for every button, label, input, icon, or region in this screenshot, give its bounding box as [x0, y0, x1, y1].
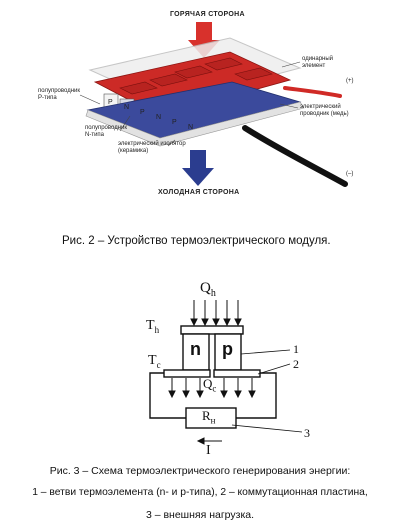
cold-side-label: ХОЛОДНАЯ СТОРОНА: [158, 189, 240, 196]
label-n: n: [190, 339, 201, 359]
label-insulator: электрический изолятор (керамика): [118, 141, 186, 154]
heat-input-arrows: [190, 300, 242, 327]
label-minus: (–): [346, 171, 354, 177]
scheme-callouts: [231, 349, 303, 433]
circuit-wire: [149, 372, 186, 419]
cold-plate-right: [213, 369, 261, 378]
current-arrow: [196, 437, 222, 445]
figure-generation-scheme: Qh Th Tc n p Qc Rн I 1 2 3: [0, 270, 400, 460]
label-Rn: Rн: [202, 408, 216, 426]
leg-letter: N: [156, 114, 161, 121]
leg-letter: N: [124, 104, 129, 111]
callout-1: 1: [293, 342, 299, 356]
load-resistor: [185, 407, 237, 429]
label-Qh: Qh: [200, 280, 216, 299]
label-single-element: одинарный элемент: [302, 56, 334, 69]
label-current: I: [206, 443, 211, 458]
scheme-diagram: [149, 300, 303, 445]
cold-side-arrow: [182, 150, 214, 186]
negative-wire: [242, 125, 348, 187]
label-plus: (+): [346, 78, 354, 84]
label-Qc: Qc: [203, 376, 217, 394]
top-conductor-tabs: [119, 57, 273, 95]
label-conductor: электрический проводник (медь): [300, 104, 349, 117]
n-leg: [182, 333, 210, 371]
label-p: p: [222, 339, 233, 359]
figure2-caption-line2: 1 – ветви термоэлемента (n- и p-типа), 2…: [32, 487, 368, 498]
label-p-semiconductor: полупроводник P-типа: [38, 88, 80, 101]
figure1-caption: Рис. 2 – Устройство термоэлектрического …: [62, 235, 331, 247]
leg-letter: P: [108, 99, 113, 106]
label-Tc: Tc: [148, 353, 161, 370]
label-n-semiconductor: полупроводник N-типа: [85, 125, 127, 138]
heat-output-arrows: [168, 378, 256, 399]
label-Th: Th: [146, 318, 160, 335]
bottom-ceramic-plate: [85, 101, 305, 147]
figure2-caption-line3: 3 – внешняя нагрузка.: [145, 509, 255, 521]
hot-plate: [180, 325, 244, 335]
leg-letter: N: [188, 124, 193, 131]
callout-2: 2: [293, 357, 299, 371]
hot-side-label: ГОРЯЧАЯ СТОРОНА: [170, 11, 245, 18]
leg-letter: P: [172, 119, 177, 126]
callout-3: 3: [304, 426, 310, 440]
leg-letter: P: [140, 109, 145, 116]
p-leg: [214, 333, 242, 371]
positive-wire: [283, 86, 342, 98]
callout-lines: [79, 61, 301, 147]
figure2-caption-line1: Рис. 3 – Схема термоэлектрического генер…: [49, 465, 351, 477]
module-illustration: P N P N P N: [79, 22, 348, 187]
